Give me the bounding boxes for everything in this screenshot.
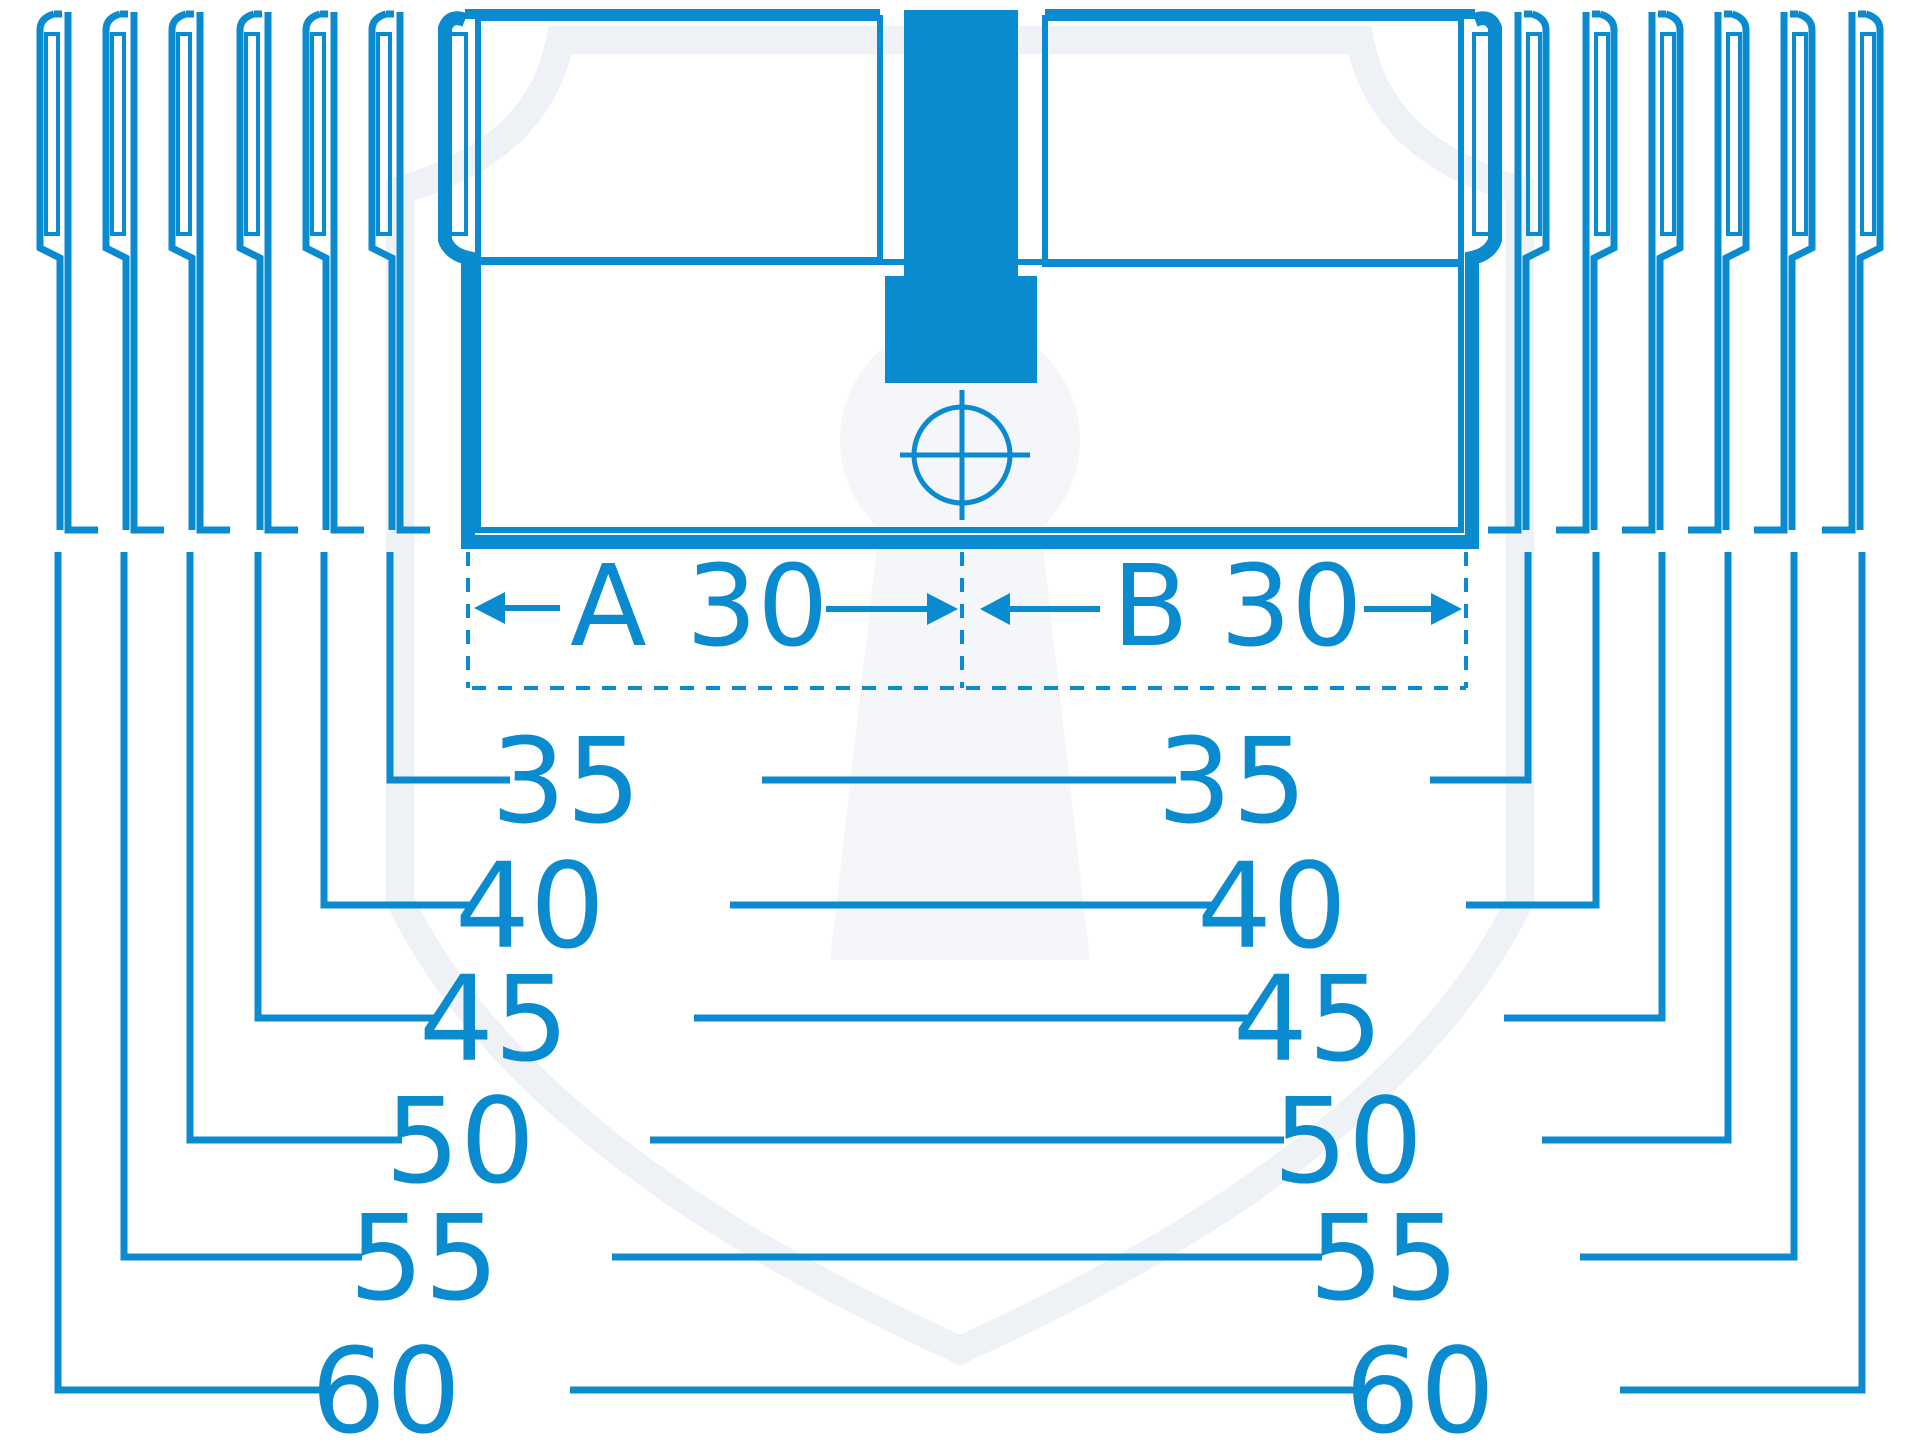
right-key-6-slot — [1526, 32, 1542, 236]
left-key-1-outline — [36, 10, 98, 534]
right-key-2-outline — [1754, 10, 1816, 534]
length-label-left: 55 — [349, 1189, 499, 1327]
length-row-45: 45 45 — [254, 552, 1666, 1088]
side-b-letter: B — [1112, 542, 1189, 672]
right-key-5 — [1556, 10, 1618, 534]
left-key-profiles — [36, 10, 430, 534]
left-key-6-outline — [368, 10, 430, 534]
right-bracket — [1430, 552, 1532, 784]
right-key-2-slot — [1792, 32, 1808, 236]
length-row-50: 50 50 — [186, 552, 1732, 1210]
left-bracket — [254, 552, 438, 1022]
left-key-2 — [102, 10, 164, 534]
right-key-1-slot — [1860, 32, 1876, 236]
length-label-right: 45 — [1233, 950, 1383, 1088]
length-row-55: 55 55 — [120, 552, 1798, 1327]
right-key-3-outline — [1688, 10, 1750, 534]
right-key-3 — [1688, 10, 1750, 534]
left-key-6 — [368, 10, 430, 534]
right-key-1 — [1822, 10, 1884, 534]
left-bracket — [386, 552, 510, 784]
left-key-5-outline — [302, 10, 364, 534]
side-a-value: 30 — [686, 542, 829, 672]
a-right-arrow — [826, 593, 958, 625]
length-row-35: 35 35 — [386, 552, 1532, 850]
right-key-6-outline — [1488, 10, 1550, 534]
left-bracket — [186, 552, 402, 1144]
right-plug-top — [1042, 15, 1464, 267]
left-key-5 — [302, 10, 364, 534]
left-key-6-slot — [376, 32, 392, 236]
a-left-arrow — [474, 592, 560, 624]
left-bracket — [54, 552, 320, 1394]
right-bracket — [1504, 552, 1666, 1022]
right-bracket — [1466, 552, 1600, 909]
side-a-letter: A — [570, 542, 647, 672]
left-key-5-slot — [310, 32, 326, 236]
right-key-4 — [1622, 10, 1684, 534]
left-plug-top — [475, 15, 883, 263]
right-key-1-outline — [1822, 10, 1884, 534]
right-end-slot — [1472, 32, 1492, 236]
left-key-2-slot — [110, 32, 126, 236]
length-label-left: 60 — [311, 1322, 461, 1453]
b-right-arrow — [1364, 593, 1462, 625]
left-key-3-outline — [168, 10, 230, 534]
dimension-frame — [466, 552, 1468, 690]
length-label-right: 35 — [1157, 712, 1307, 850]
right-bracket — [1580, 552, 1798, 1261]
left-key-4 — [236, 10, 298, 534]
right-key-4-outline — [1622, 10, 1684, 534]
length-label-left: 35 — [491, 712, 641, 850]
right-key-5-slot — [1594, 32, 1610, 236]
cam — [885, 10, 1037, 383]
right-key-4-slot — [1660, 32, 1676, 236]
length-label-right: 55 — [1309, 1189, 1459, 1327]
left-key-1 — [36, 10, 98, 534]
left-key-4-outline — [236, 10, 298, 534]
right-key-2 — [1754, 10, 1816, 534]
left-key-2-outline — [102, 10, 164, 534]
length-label-left: 40 — [455, 837, 605, 975]
left-bracket — [120, 552, 362, 1261]
left-key-1-slot — [44, 32, 60, 236]
length-label-right: 50 — [1273, 1072, 1423, 1210]
left-bracket — [320, 552, 472, 909]
b-left-arrow — [980, 593, 1100, 625]
length-label-right: 60 — [1345, 1322, 1495, 1453]
right-key-profiles — [1488, 10, 1884, 534]
left-key-4-slot — [244, 32, 260, 236]
right-key-6 — [1488, 10, 1550, 534]
right-key-5-outline — [1556, 10, 1618, 534]
length-label-right: 40 — [1197, 837, 1347, 975]
length-label-left: 45 — [419, 950, 569, 1088]
left-end-slot — [448, 32, 468, 236]
center-mark — [900, 390, 1030, 520]
cylinder-outline — [438, 11, 1502, 549]
length-row-40: 40 40 — [320, 552, 1600, 975]
length-row-60: 60 60 — [54, 552, 1866, 1453]
left-key-3 — [168, 10, 230, 534]
right-bracket — [1620, 552, 1866, 1394]
right-key-3-slot — [1726, 32, 1742, 236]
cylinder-body — [438, 9, 1502, 549]
side-b-value: 30 — [1220, 542, 1363, 672]
left-key-3-slot — [176, 32, 192, 236]
right-bracket — [1542, 552, 1732, 1144]
length-label-left: 50 — [385, 1072, 535, 1210]
